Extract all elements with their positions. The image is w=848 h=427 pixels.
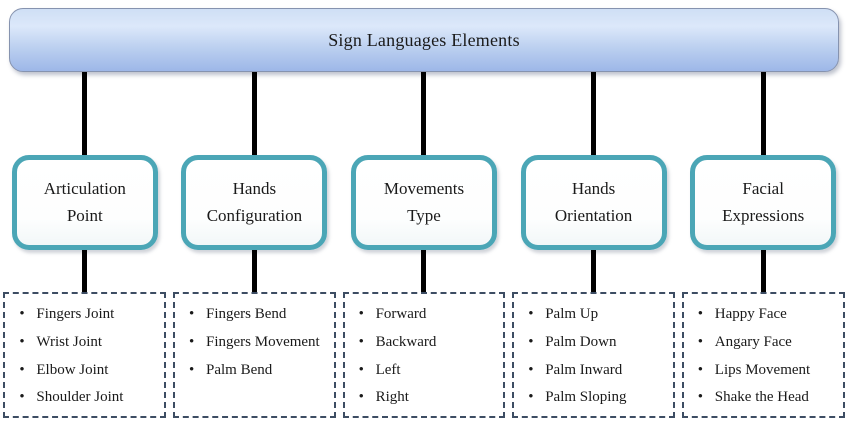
items-list: Fingers JointWrist JointElbow JointShoul…: [17, 301, 160, 412]
connector-line: [251, 250, 257, 292]
list-item: Fingers Bend: [187, 301, 330, 329]
category-label: Movements Type: [383, 179, 465, 225]
category-items-box: Fingers JointWrist JointElbow JointShoul…: [3, 292, 167, 418]
connector-line: [591, 72, 597, 155]
category-node: Hands Configuration: [181, 155, 328, 250]
items-list: ForwardBackwardLeftRight: [357, 301, 500, 412]
connector-line: [591, 250, 597, 292]
list-item: Fingers Joint: [17, 301, 160, 329]
list-item: Backward: [357, 329, 500, 357]
connector-line: [421, 72, 427, 155]
items-list: Happy FaceAngary FaceLips MovementShake …: [696, 301, 839, 412]
list-item: Lips Movement: [696, 357, 839, 385]
list-item: Shake the Head: [696, 384, 839, 412]
list-item: Palm Down: [526, 329, 669, 357]
category-node: Articulation Point: [11, 155, 158, 250]
category-label: Articulation Point: [43, 179, 126, 225]
list-item: Palm Up: [526, 301, 669, 329]
category-items-box: Fingers BendFingers MovementPalm Bend: [172, 292, 336, 418]
category-column: Movements Type ForwardBackwardLeftRight: [339, 72, 509, 418]
connector-line: [760, 72, 766, 155]
list-item: Angary Face: [696, 329, 839, 357]
list-item: Happy Face: [696, 301, 839, 329]
list-item: Shoulder Joint: [17, 384, 160, 412]
category-items-box: Happy FaceAngary FaceLips MovementShake …: [681, 292, 845, 418]
diagram-title: Sign Languages Elements: [328, 29, 520, 50]
list-item: Forward: [357, 301, 500, 329]
category-items-box: ForwardBackwardLeftRight: [342, 292, 506, 418]
category-column: Facial Expressions Happy FaceAngary Face…: [678, 72, 848, 418]
list-item: Right: [357, 384, 500, 412]
list-item: Fingers Movement: [187, 329, 330, 357]
connector-line: [760, 250, 766, 292]
items-list: Palm UpPalm DownPalm InwardPalm Sloping: [526, 301, 669, 412]
connector-line: [82, 72, 88, 155]
category-node: Movements Type: [351, 155, 497, 250]
connector-line: [82, 250, 88, 292]
items-list: Fingers BendFingers MovementPalm Bend: [187, 301, 330, 384]
category-node: Facial Expressions: [690, 155, 837, 250]
category-column: Hands Configuration Fingers BendFingers …: [170, 72, 340, 418]
root-node: Sign Languages Elements: [9, 8, 839, 72]
category-label: Hands Configuration: [206, 179, 303, 225]
list-item: Wrist Joint: [17, 329, 160, 357]
category-node: Hands Orientation: [520, 155, 667, 250]
list-item: Palm Inward: [526, 357, 669, 385]
list-item: Elbow Joint: [17, 357, 160, 385]
category-column: Articulation Point Fingers JointWrist Jo…: [0, 72, 170, 418]
title-row: Sign Languages Elements: [0, 0, 848, 72]
connector-line: [421, 250, 427, 292]
category-columns: Articulation Point Fingers JointWrist Jo…: [0, 72, 848, 418]
list-item: Left: [357, 357, 500, 385]
category-items-box: Palm UpPalm DownPalm InwardPalm Sloping: [512, 292, 675, 418]
connector-line: [251, 72, 257, 155]
category-label: Facial Expressions: [722, 179, 805, 225]
list-item: Palm Bend: [187, 357, 330, 385]
category-label: Hands Orientation: [554, 179, 633, 225]
category-column: Hands Orientation Palm UpPalm DownPalm I…: [509, 72, 679, 418]
list-item: Palm Sloping: [526, 384, 669, 412]
